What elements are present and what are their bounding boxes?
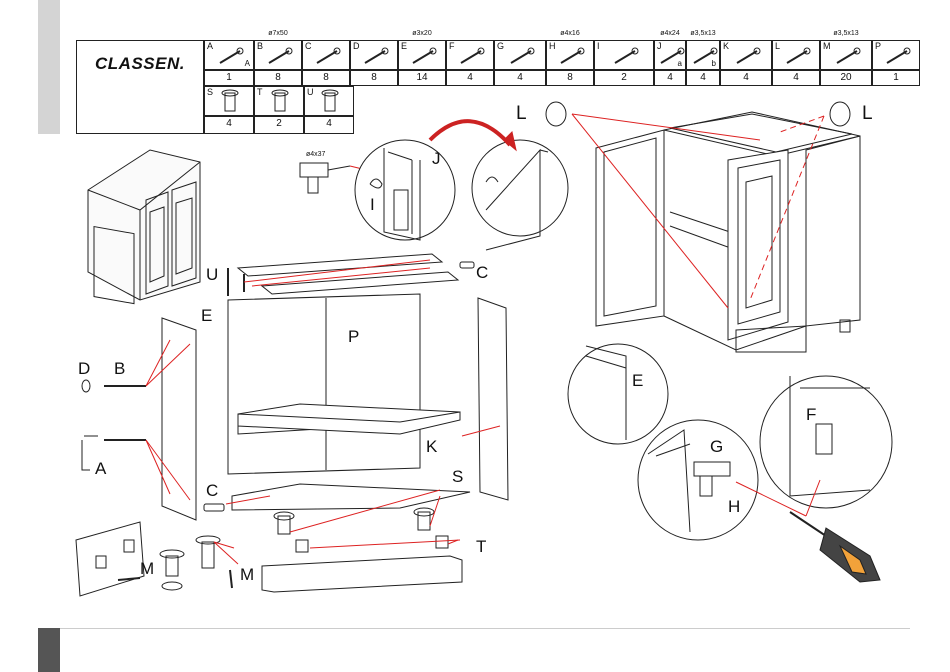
callout-s: S xyxy=(452,468,463,485)
back-panel xyxy=(228,294,420,474)
callout-u: U xyxy=(206,266,218,283)
callout-g: G xyxy=(710,438,723,455)
drill-icon xyxy=(300,163,350,193)
callout-k: K xyxy=(426,438,437,455)
callout-i: I xyxy=(370,196,375,213)
detail-circle-shelf-pin xyxy=(568,344,668,444)
callout-f: F xyxy=(806,406,816,423)
callout-m-right: M xyxy=(240,566,254,583)
finished-cabinet-thumbnail xyxy=(88,150,200,304)
callout-d: D xyxy=(78,360,90,377)
detail-circle-flipped xyxy=(472,140,568,236)
drill-dimension: ø4x37 xyxy=(306,151,325,158)
callout-m-left: M xyxy=(140,560,154,577)
right-side-panel xyxy=(478,298,508,500)
callout-t: T xyxy=(476,538,486,555)
callout-j: J xyxy=(432,150,441,167)
callout-l-right: L xyxy=(862,105,873,122)
callout-h: H xyxy=(728,498,740,515)
callout-b: B xyxy=(114,360,125,377)
plinth xyxy=(262,556,462,592)
callout-p: P xyxy=(348,328,359,345)
detail-circle-hinge xyxy=(638,420,758,540)
callout-a: A xyxy=(95,460,106,477)
callout-e-left: E xyxy=(201,307,212,324)
screwdriver-icon xyxy=(790,512,880,582)
left-side-panel xyxy=(162,318,196,520)
callout-c-top: C xyxy=(476,264,488,281)
callout-e-right: E xyxy=(632,372,643,389)
callout-l-left: L xyxy=(516,105,527,122)
callout-c-bottom: C xyxy=(206,482,218,499)
detail-circle-bracket xyxy=(760,376,892,508)
